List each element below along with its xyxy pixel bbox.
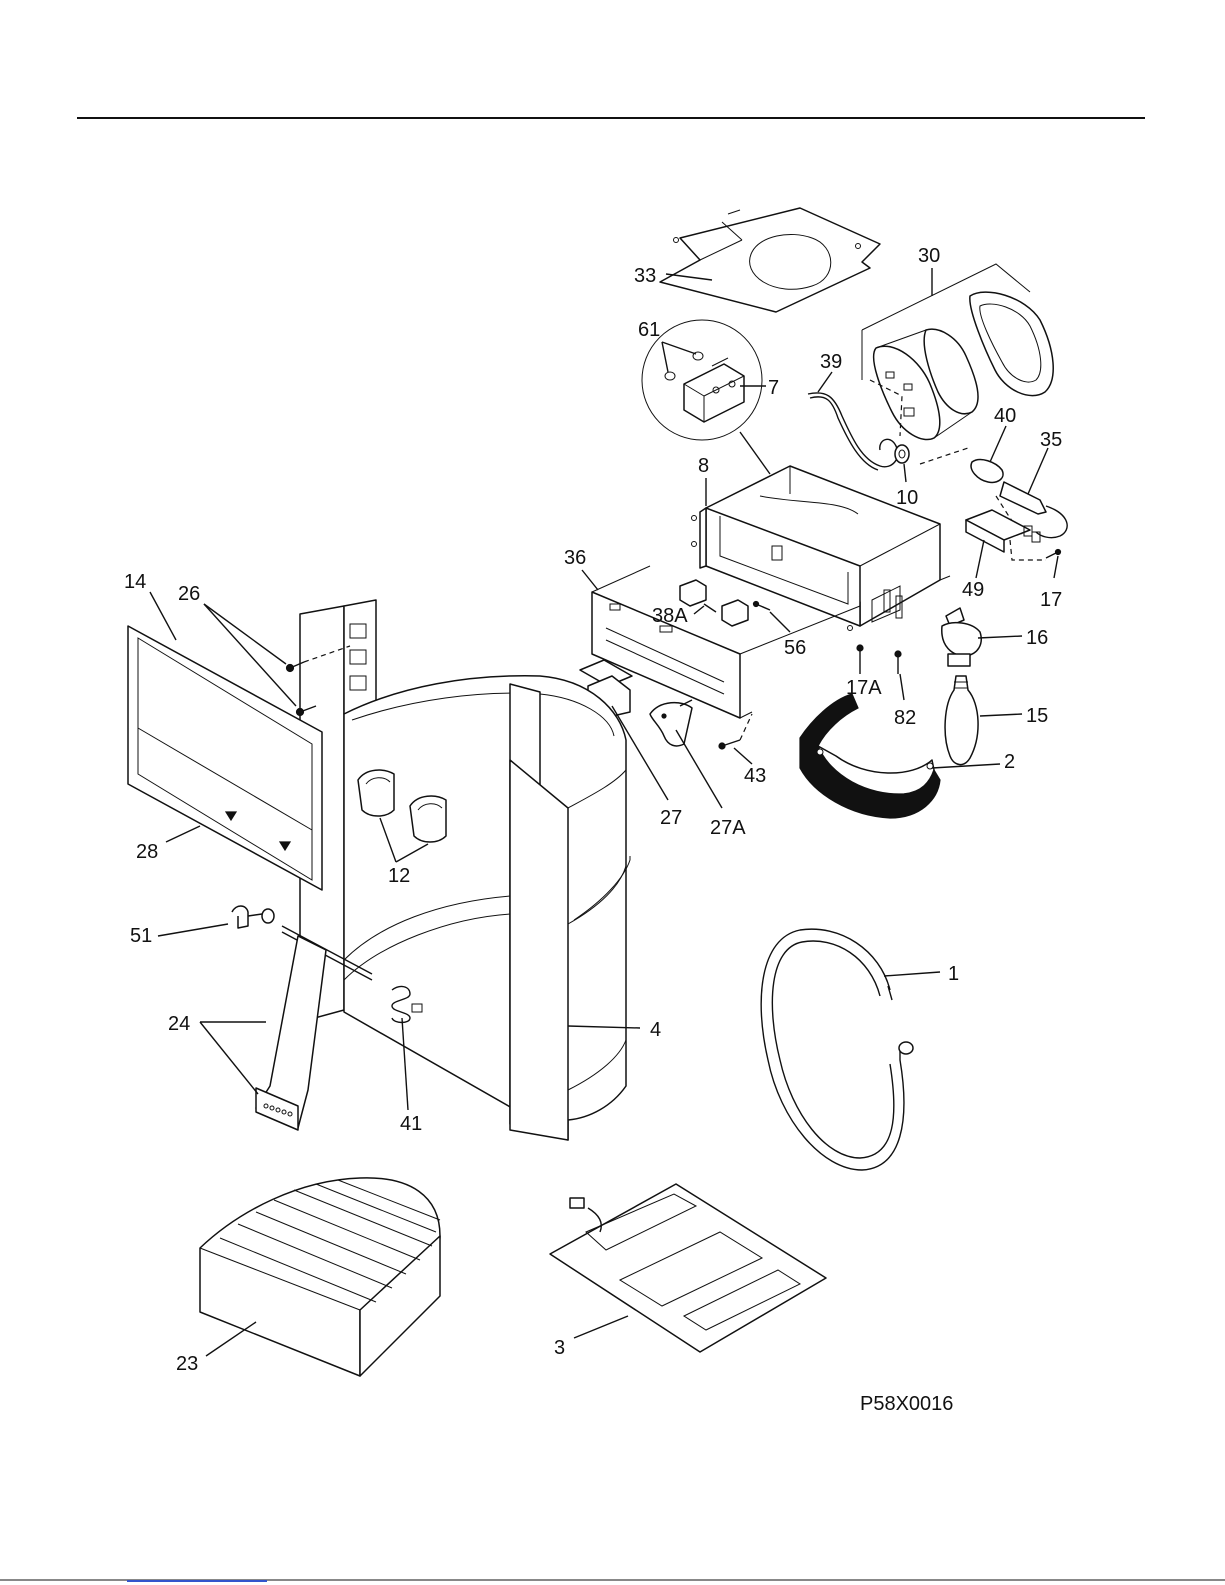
part-2-light-shield bbox=[800, 694, 940, 818]
callout-15: 15 bbox=[1026, 705, 1048, 727]
part-43-screw bbox=[719, 714, 752, 749]
part-51-hook bbox=[232, 906, 274, 928]
part-17A-screw bbox=[857, 645, 863, 664]
part-16-lamp-holder bbox=[942, 608, 981, 666]
callout-3: 3 bbox=[554, 1337, 565, 1359]
callout-41: 41 bbox=[400, 1113, 422, 1135]
part-30-lamp-housing bbox=[862, 264, 1053, 440]
callout-8: 8 bbox=[698, 455, 709, 477]
part-40-lamp-socket bbox=[920, 448, 1003, 482]
callout-17A: 17A bbox=[846, 677, 882, 699]
callout-14: 14 bbox=[124, 571, 146, 593]
callout-24: 24 bbox=[168, 1013, 190, 1035]
callout-4: 4 bbox=[650, 1019, 661, 1041]
callout-43: 43 bbox=[744, 765, 766, 787]
callout-38A: 38A bbox=[652, 605, 688, 627]
callout-23: 23 bbox=[176, 1353, 198, 1375]
callout-1: 1 bbox=[948, 963, 959, 985]
callout-27A: 27A bbox=[710, 817, 746, 839]
part-56-screw bbox=[754, 602, 771, 611]
callout-61: 61 bbox=[638, 319, 660, 341]
callout-39: 39 bbox=[820, 351, 842, 373]
part-15-bulb bbox=[945, 676, 978, 765]
callout-35: 35 bbox=[1040, 429, 1062, 451]
part-23-ice-bin bbox=[200, 1178, 440, 1376]
callout-56: 56 bbox=[784, 637, 806, 659]
callout-10: 10 bbox=[896, 487, 918, 509]
drawing-code: P58X0016 bbox=[860, 1393, 953, 1415]
part-33-cover-plate bbox=[660, 208, 880, 312]
callout-27: 27 bbox=[660, 807, 682, 829]
callout-49: 49 bbox=[962, 579, 984, 601]
part-38A-switches bbox=[680, 580, 748, 626]
callout-30: 30 bbox=[918, 245, 940, 267]
callout-51: 51 bbox=[130, 925, 152, 947]
part-27A-lever bbox=[650, 700, 692, 746]
callout-26: 26 bbox=[178, 583, 200, 605]
part-39-wire bbox=[808, 393, 898, 470]
callout-36: 36 bbox=[564, 547, 586, 569]
callout-28: 28 bbox=[136, 841, 158, 863]
callout-2: 2 bbox=[1004, 751, 1015, 773]
callout-33: 33 bbox=[634, 265, 656, 287]
callout-17: 17 bbox=[1040, 589, 1062, 611]
callout-40: 40 bbox=[994, 405, 1016, 427]
callout-7: 7 bbox=[768, 377, 779, 399]
callout-12: 12 bbox=[388, 865, 410, 887]
part-1-hose bbox=[761, 929, 913, 1170]
callout-82: 82 bbox=[894, 707, 916, 729]
part-4-ice-container bbox=[300, 600, 630, 1140]
part-3-heater-plate bbox=[550, 1184, 826, 1352]
part-82-screw bbox=[895, 651, 901, 674]
part-10-nut bbox=[895, 445, 909, 463]
callout-16: 16 bbox=[1026, 627, 1048, 649]
part-49-bracket bbox=[966, 510, 1046, 560]
detail-circle-switch bbox=[642, 320, 770, 474]
